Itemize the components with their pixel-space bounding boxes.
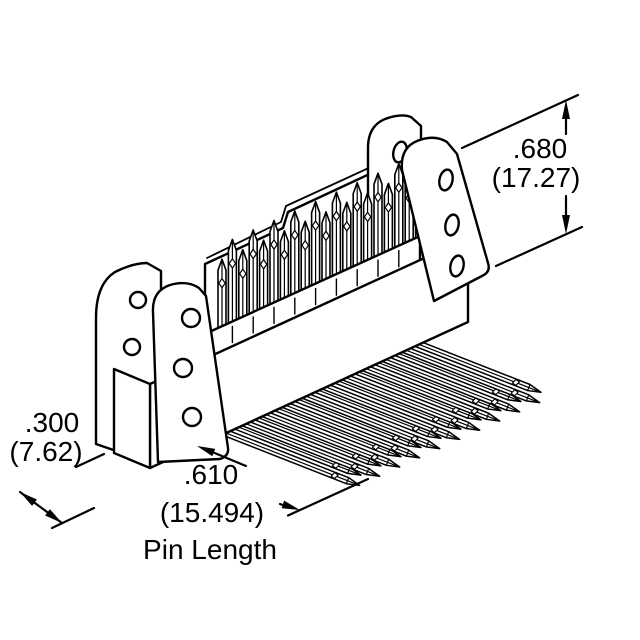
dim-row-inches: .300 bbox=[25, 407, 80, 438]
extension-line bbox=[494, 225, 584, 268]
leader-line bbox=[212, 451, 248, 468]
pin-chamfer-facet bbox=[291, 229, 299, 241]
pin-chamfer-facet bbox=[239, 268, 247, 279]
pin-chamfer-facet bbox=[395, 182, 403, 193]
left-ear-hole bbox=[172, 357, 194, 379]
dim-row-mm: (7.62) bbox=[9, 436, 82, 467]
header-pins-back-row bbox=[227, 153, 425, 333]
right-ear-hole bbox=[449, 254, 465, 278]
extension-line bbox=[50, 506, 96, 530]
pin-chamfer-facet bbox=[343, 221, 351, 232]
pin-chamfer-facet bbox=[450, 416, 459, 424]
left-ear-hole bbox=[181, 406, 203, 428]
pin-chamfer-facet bbox=[218, 277, 226, 289]
extension-line bbox=[74, 452, 106, 469]
pin-chamfer-facet bbox=[370, 453, 379, 461]
pin-chamfer-facet bbox=[353, 201, 361, 212]
dimension-height: .680 (17.27) bbox=[460, 93, 584, 268]
left-ear-hole bbox=[122, 337, 142, 357]
pin-chamfer-facet bbox=[511, 378, 520, 386]
pin-chamfer-facet bbox=[330, 472, 339, 480]
right-ear-hole bbox=[444, 213, 460, 237]
dimension-row-offset: .300 (7.62) bbox=[9, 407, 106, 530]
extension-line bbox=[460, 93, 580, 150]
dim-height-inches: .680 bbox=[513, 133, 568, 164]
dim-pinlen-label: Pin Length bbox=[143, 534, 277, 565]
pin-chamfer-facet bbox=[384, 202, 393, 213]
pin-chamfer-facet bbox=[249, 248, 257, 260]
dim-pinlen-mm: (15.494) bbox=[160, 497, 264, 528]
pin-chamfer-facet bbox=[390, 444, 399, 452]
pin-chamfer-facet bbox=[510, 389, 519, 397]
pin-chamfer-facet bbox=[363, 211, 372, 223]
pin-chamfer-facet bbox=[410, 435, 419, 443]
pin-chamfer-facet bbox=[270, 239, 278, 250]
arrowhead bbox=[197, 446, 216, 457]
left-ear-hole bbox=[128, 290, 148, 310]
dim-height-mm: (17.27) bbox=[492, 162, 581, 193]
pin-chamfer-facet bbox=[332, 210, 341, 222]
dim-pinlen-inches: .610 bbox=[184, 459, 239, 490]
pin-chamfer-facet bbox=[259, 259, 268, 270]
pin-chamfer-facet bbox=[490, 398, 499, 406]
base-left-face bbox=[112, 367, 152, 470]
left-ear-hole bbox=[180, 307, 202, 329]
pin-chamfer-facet bbox=[301, 240, 309, 251]
pin-chamfer-facet bbox=[280, 249, 289, 260]
pin-chamfer-facet bbox=[350, 462, 359, 470]
pin-chamfer-facet bbox=[374, 191, 382, 203]
shroud-back-wall-top-face bbox=[206, 143, 422, 259]
arrowhead bbox=[281, 500, 300, 510]
pin-chamfer-facet bbox=[322, 230, 330, 242]
arrowhead-up bbox=[562, 100, 570, 119]
shroud-slot-grooves bbox=[231, 250, 400, 344]
arrowhead bbox=[45, 509, 62, 523]
pin-chamfer-facet bbox=[470, 407, 479, 415]
right-ejector-front-plate bbox=[400, 136, 490, 303]
pin-chamfer-facet bbox=[228, 258, 237, 269]
arrowhead bbox=[20, 492, 37, 506]
extension-line bbox=[286, 477, 370, 517]
right-angle-pins-front-row bbox=[208, 340, 541, 487]
pin-chamfer-facet bbox=[430, 426, 439, 434]
arrowhead-down bbox=[562, 215, 570, 234]
dimension-pin-length: .610 (15.494) Pin Length bbox=[143, 446, 370, 565]
right-ear-hole bbox=[438, 168, 454, 192]
pin-chamfer-facet bbox=[311, 220, 320, 231]
